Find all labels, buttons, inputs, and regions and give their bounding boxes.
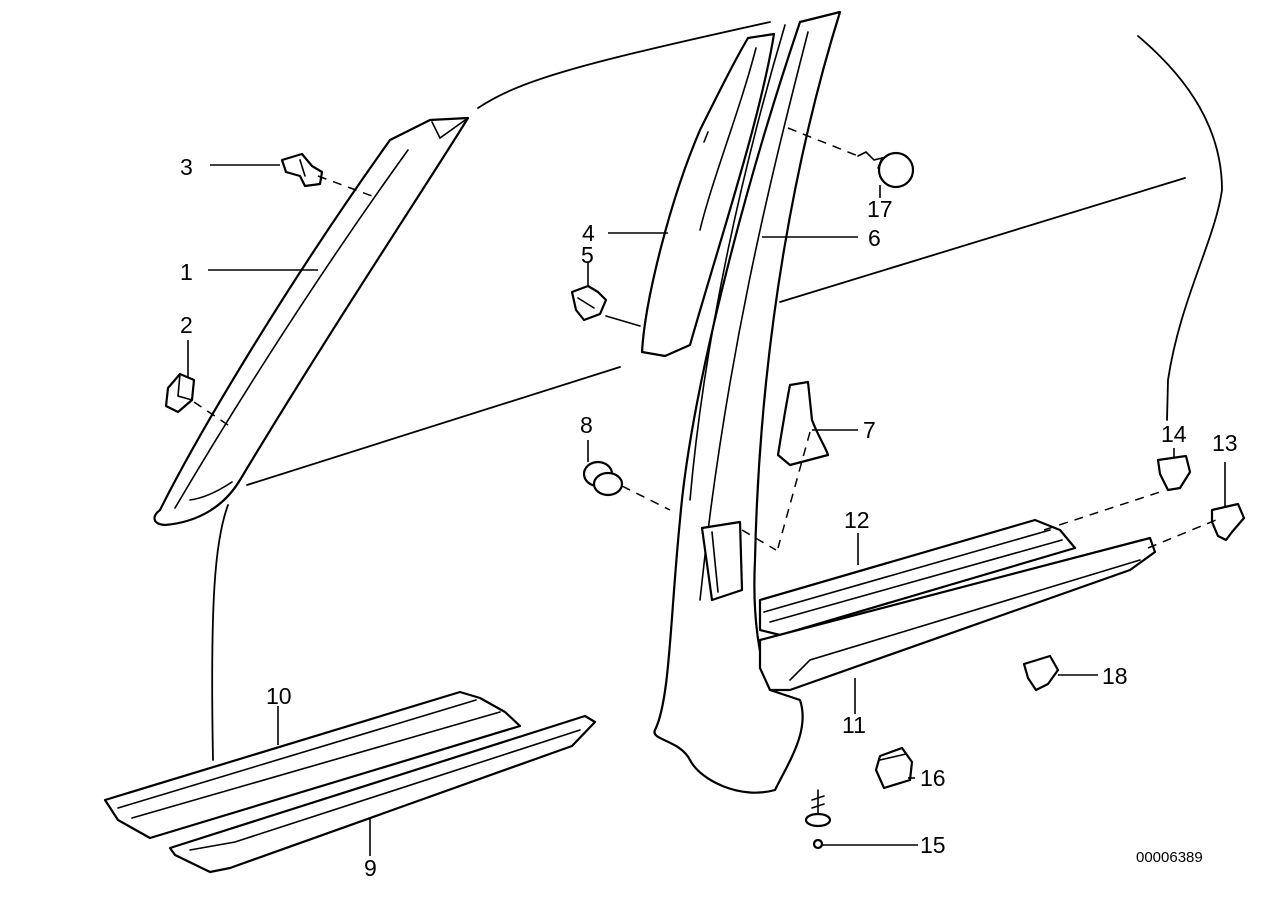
sill-trim-part-9: [168, 714, 597, 874]
bracket-part-2: [164, 372, 196, 414]
screw-part-15: [804, 789, 832, 850]
callout-11: 11: [842, 712, 866, 738]
clip-part-18: [1022, 654, 1060, 692]
trim-panel-part-7: [776, 380, 830, 467]
callout-17: 17: [867, 196, 893, 222]
sill-trim-part-11: [758, 536, 1157, 692]
clip-part-16: [874, 746, 914, 790]
callout-16: 16: [920, 765, 946, 791]
leader-lines: [187, 164, 1226, 856]
callout-12: 12: [844, 507, 870, 533]
sill-trim-part-12: [758, 518, 1077, 637]
b-pillar-upper-trim: [640, 32, 776, 358]
callout-9: 9: [364, 855, 377, 881]
callout-4: 4: [582, 220, 595, 246]
catalog-number: 00006389: [1136, 849, 1203, 866]
callout-10: 10: [266, 683, 292, 709]
car-body-outline: [211, 21, 1223, 761]
callout-3: 3: [180, 154, 193, 180]
callout-2: 2: [180, 312, 193, 338]
callout-14: 14: [1161, 421, 1187, 447]
sill-trim-part-10: [103, 690, 522, 840]
clip-part-14: [1156, 454, 1192, 492]
callout-5: 5: [581, 242, 594, 268]
clip-part-13: [1210, 502, 1246, 542]
b-pillar-main-trim: [653, 10, 842, 794]
callout-6: 6: [868, 225, 881, 251]
callout-8: 8: [580, 412, 593, 438]
assembly-dashed-lines: [193, 127, 1217, 551]
a-pillar-trim: [153, 116, 470, 527]
plug-part-8: [582, 460, 624, 497]
callout-7: 7: [863, 417, 876, 443]
clip-part-3: [280, 152, 324, 188]
push-button-part-17: [857, 151, 915, 189]
clip-part-5: [570, 284, 641, 327]
callout-labels: 1 2 3 4 5 6 7 8 9 10 11 12 13 14 15 16 1…: [180, 154, 1238, 881]
callout-1: 1: [180, 259, 193, 285]
callout-13: 13: [1212, 430, 1238, 456]
callout-18: 18: [1102, 663, 1128, 689]
callout-15: 15: [920, 832, 946, 858]
